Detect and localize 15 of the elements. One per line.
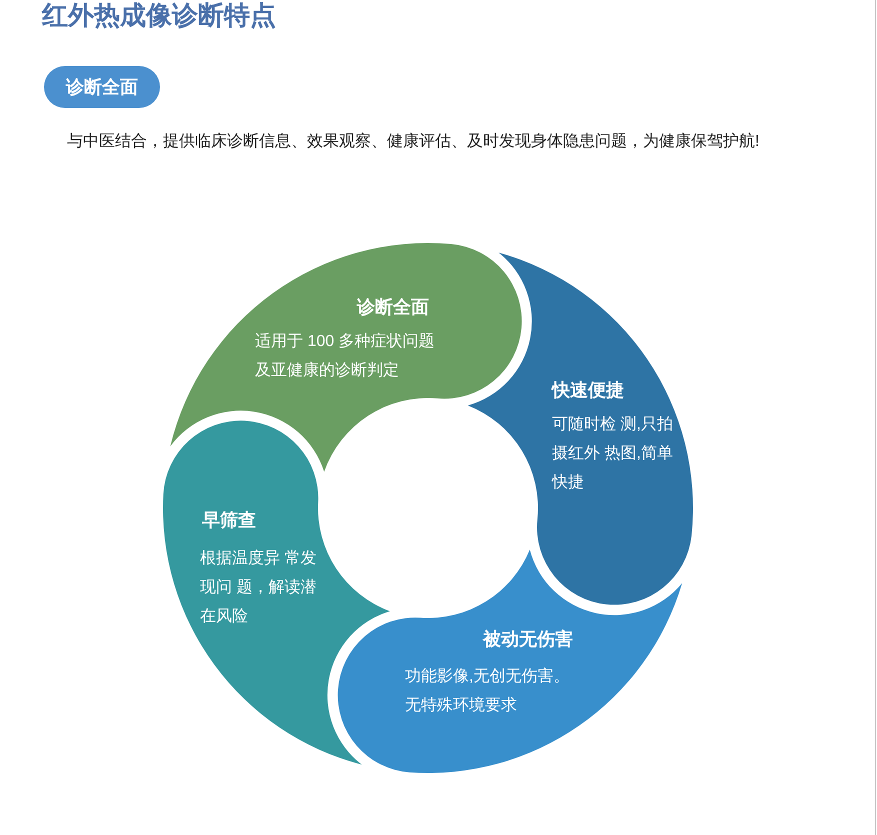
segment-heading: 被动无伤害 [483, 628, 573, 651]
segment-heading: 早筛查 [202, 509, 256, 532]
intro-text: 与中医结合，提供临床诊断信息、效果观察、健康评估、及时发现身体隐患问题，为健康保驾护航! [67, 132, 760, 152]
category-badge: 诊断全面 [44, 66, 160, 108]
segment-description: 可随时检 测,只拍摄红外 热图,简单快捷 [552, 414, 674, 493]
segment-description: 适用于 100 多种症状问题及亚健康的诊断判定 [255, 332, 436, 381]
segment-description: 根据温度异 常发现问 题，解读潜在风险 [200, 548, 318, 627]
segment-heading: 诊断全面 [357, 296, 429, 319]
ring-segment [337, 549, 683, 773]
ring-segment [162, 420, 390, 765]
segment-heading: 快速便捷 [552, 379, 624, 402]
segment-description: 功能影像,无创无伤害。无特殊环境要求 [405, 666, 570, 716]
ring-segment [467, 252, 694, 605]
ring-segment [170, 243, 522, 472]
diagram-title: 红外热成像诊断特点 [42, 0, 276, 30]
